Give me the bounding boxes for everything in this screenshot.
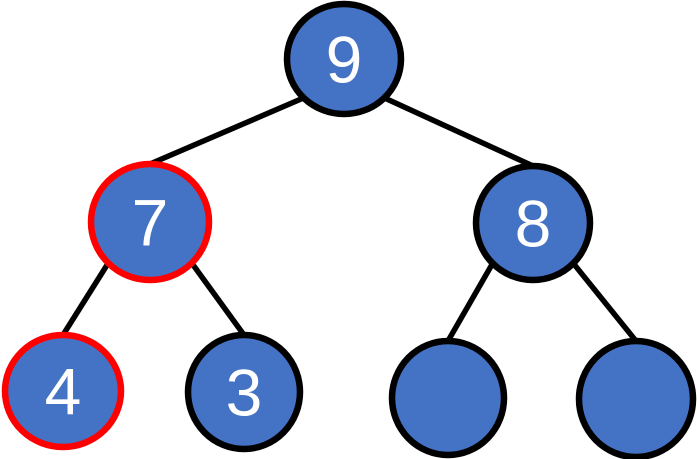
tree-node-label-7: 7 bbox=[132, 185, 169, 259]
tree-node-empty-left bbox=[388, 337, 508, 459]
tree-node-label-4: 4 bbox=[45, 354, 82, 428]
tree-node-3 bbox=[184, 331, 304, 453]
tree-node-7 bbox=[87, 160, 213, 284]
tree-node-label-8: 8 bbox=[515, 186, 552, 260]
tree-edge-9-8 bbox=[383, 95, 535, 169]
tree-node-label-9: 9 bbox=[326, 22, 363, 96]
tree-edge-9-7 bbox=[148, 95, 305, 167]
tree-node-9 bbox=[283, 0, 405, 118]
tree-node-4 bbox=[1, 331, 125, 451]
tree-edge-7-4 bbox=[60, 261, 111, 337]
tree-node-label-3: 3 bbox=[226, 355, 263, 429]
tree-node-8 bbox=[472, 162, 594, 284]
tree-edge-8-empty-right bbox=[571, 261, 639, 343]
tree-node-empty-right bbox=[575, 337, 697, 459]
tree-edge-7-3 bbox=[189, 261, 247, 337]
tree-edge-8-empty-left bbox=[445, 261, 496, 343]
